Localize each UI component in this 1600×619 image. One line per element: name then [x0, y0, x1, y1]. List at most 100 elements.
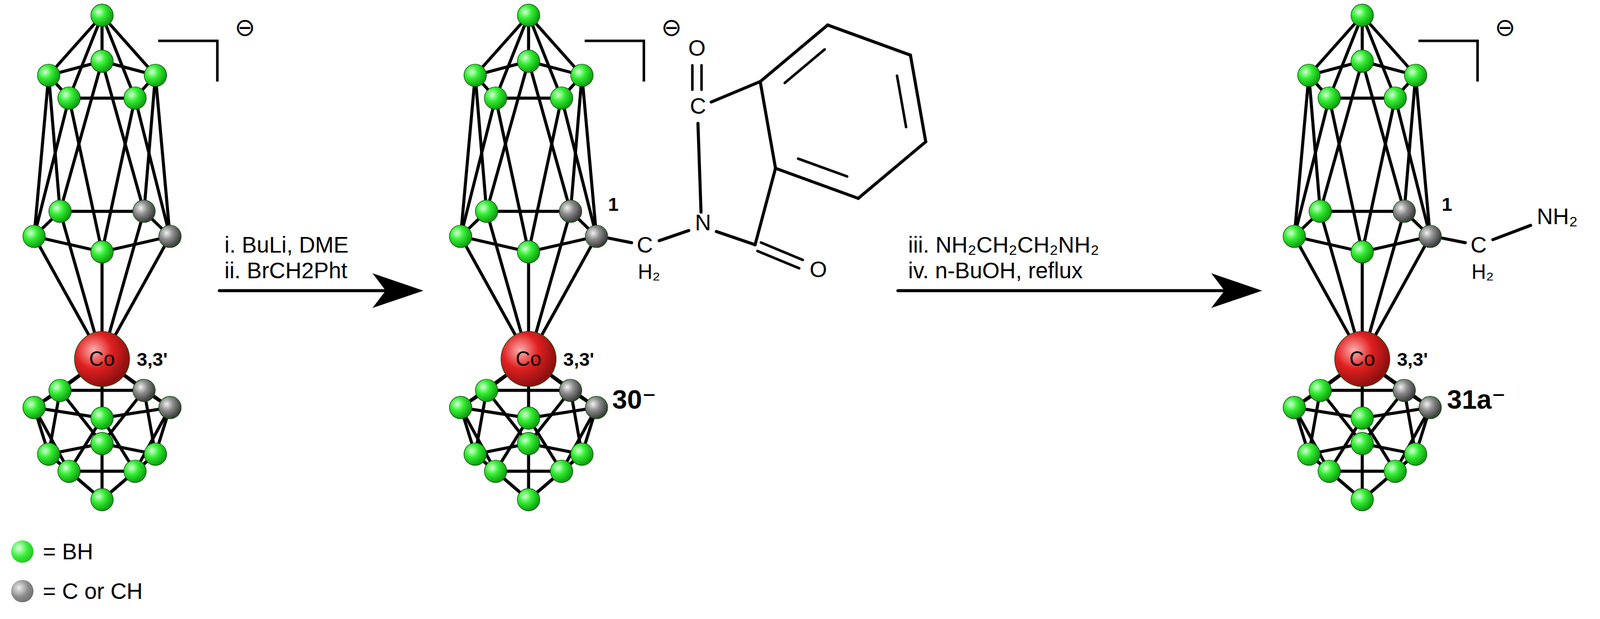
boron-atom	[58, 87, 81, 110]
boron-atom	[1318, 460, 1341, 483]
boron-atom	[475, 200, 498, 223]
boron-atom	[90, 488, 114, 512]
boron-atom	[49, 379, 72, 402]
boron-atom	[1283, 225, 1306, 248]
boron-atom	[570, 443, 594, 466]
boron-atom	[1351, 432, 1374, 455]
boron-atom	[517, 407, 540, 430]
bond-line	[910, 55, 926, 142]
boron-atom	[1351, 50, 1374, 73]
carbon-atom	[585, 396, 608, 420]
boron-atom	[1309, 200, 1332, 223]
bond-line	[757, 251, 800, 269]
bond-line	[460, 75, 475, 237]
bond-line	[710, 81, 761, 103]
bond-line	[155, 75, 170, 237]
boron-atom	[463, 64, 487, 87]
bond-line	[1294, 75, 1309, 237]
boron-atom	[463, 443, 487, 466]
atom-label: H₂	[637, 262, 661, 283]
boron-atom	[90, 50, 114, 73]
boron-atom	[90, 432, 114, 455]
boron-atom	[570, 64, 594, 87]
atom-label: O	[809, 258, 828, 281]
reaction-arrow-head	[372, 273, 424, 309]
bond-line	[486, 61, 529, 212]
bond-line	[775, 168, 859, 199]
boron-atom	[37, 64, 60, 87]
bond-line	[606, 237, 632, 243]
position-label: 3,3'	[1396, 349, 1428, 369]
bond-line	[1492, 225, 1531, 240]
bond-line	[798, 158, 848, 177]
carbon-atom	[1392, 200, 1416, 223]
cobalt-atom	[501, 331, 557, 387]
carbon-atom	[132, 200, 156, 223]
boron-atom	[90, 407, 114, 430]
boron-atom	[143, 64, 167, 87]
bond-line	[755, 168, 776, 245]
boron-atom	[58, 460, 81, 483]
bond-line	[1362, 61, 1405, 212]
carbon-atom	[1392, 379, 1416, 402]
atom-label: C	[689, 94, 706, 118]
metal-label: Co	[1349, 349, 1376, 370]
bond-line	[102, 61, 144, 212]
carbon-atom	[158, 225, 181, 248]
bond-line	[582, 75, 597, 237]
boron-atom	[517, 3, 540, 27]
bond-line	[1415, 75, 1431, 237]
boron-atom	[1283, 396, 1306, 420]
bond-line	[1320, 388, 1405, 392]
bond-line	[698, 123, 701, 213]
atom-label: C	[1470, 233, 1487, 257]
compound-number: 31a⁻	[1447, 386, 1506, 414]
reaction-arrow-head	[1211, 273, 1262, 309]
position-label: 3,3'	[563, 349, 594, 369]
bond-line	[528, 61, 571, 212]
reagent-text: i. BuLi, DME	[224, 233, 349, 257]
charge-sign: ⊖	[1495, 15, 1516, 40]
charge-bracket	[584, 40, 645, 82]
boron-atom	[1351, 407, 1374, 430]
carbon-atom	[132, 379, 156, 402]
position-label: 1	[1441, 194, 1453, 214]
charge-bracket	[1418, 40, 1478, 82]
boron-atom	[123, 87, 147, 110]
legend-swatch	[11, 580, 34, 603]
boron-atom	[550, 460, 573, 483]
position-label: 3,3'	[136, 349, 168, 369]
carbon-atom	[559, 379, 582, 402]
boron-atom	[1404, 64, 1427, 87]
bond-line	[486, 209, 571, 213]
boron-atom	[449, 225, 472, 248]
atom-label: NH₂	[1536, 205, 1578, 228]
legend-swatch	[11, 540, 34, 564]
bond-line	[1320, 209, 1405, 213]
cobalt-atom	[74, 331, 130, 387]
bond-line	[219, 289, 393, 292]
boron-atom	[90, 241, 114, 264]
bond-line	[34, 75, 49, 237]
carbon-atom	[1419, 225, 1442, 248]
boron-atom	[37, 443, 60, 466]
bond-line	[760, 25, 828, 82]
metal-label: Co	[515, 349, 542, 370]
bond-line	[896, 75, 906, 128]
bond-line	[60, 209, 144, 213]
boron-atom	[49, 200, 72, 223]
boron-atom	[517, 432, 540, 455]
boron-atom	[143, 443, 167, 466]
bond-line	[716, 231, 756, 245]
charge-sign: ⊖	[661, 15, 682, 40]
bond-line	[60, 388, 144, 392]
reagent-text: iii. NH₂CH₂CH₂NH₂	[907, 233, 1099, 257]
boron-atom	[123, 460, 147, 483]
legend-text: = C or CH	[42, 580, 143, 603]
bond-line	[60, 61, 103, 212]
boron-atom	[484, 460, 507, 483]
atom-label: C	[636, 233, 653, 257]
boron-atom	[1297, 64, 1320, 87]
atom-label: O	[688, 36, 706, 60]
